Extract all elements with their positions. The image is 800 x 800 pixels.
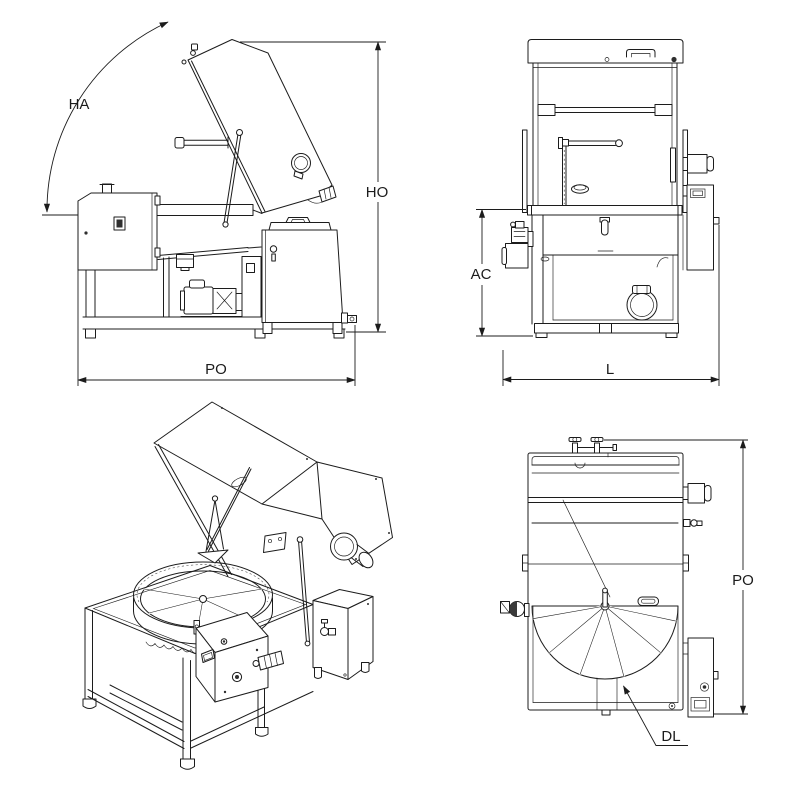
pump-top xyxy=(500,601,530,617)
lid-hinge-top xyxy=(191,43,198,51)
control-box xyxy=(686,184,714,271)
filter-tank-side xyxy=(241,217,357,334)
hood-open-iso xyxy=(153,401,393,569)
leg-foot xyxy=(255,727,269,737)
dim-label-dl: DL xyxy=(661,728,680,745)
basket-mesh-top-view xyxy=(531,605,679,680)
dim-label-ac: AC xyxy=(471,266,492,283)
gas-strut xyxy=(236,129,243,136)
dimension-ho: HO xyxy=(346,41,389,333)
dim-label-po-top: PO xyxy=(732,572,754,589)
front-hood-interior xyxy=(522,62,688,213)
dim-label-l: L xyxy=(606,361,614,378)
spray-bar xyxy=(558,137,623,207)
pump-head xyxy=(212,288,237,314)
pump-front xyxy=(626,289,658,321)
handle-slot-top xyxy=(637,596,659,606)
wash-tank-front xyxy=(527,205,684,338)
dimension-l: L xyxy=(502,225,720,386)
dim-label-po-side: PO xyxy=(205,361,227,378)
open-lid-front xyxy=(527,39,684,64)
dimension-dl: DL xyxy=(623,685,688,746)
isometric-view xyxy=(82,401,393,770)
top-view: PO DL xyxy=(500,437,754,746)
lid-open-side xyxy=(174,39,386,228)
dimension-ac: AC xyxy=(471,208,533,337)
gear-motor-top xyxy=(682,483,712,527)
dimension-ha: HA xyxy=(42,21,169,216)
filter-box xyxy=(176,254,194,268)
tank-valve-iso xyxy=(320,627,329,636)
shutoff-valves-top xyxy=(568,437,617,454)
blower-cylinder xyxy=(358,551,374,569)
display xyxy=(690,188,706,198)
control-box-top xyxy=(682,637,719,718)
hinge-plate xyxy=(263,532,287,553)
lid-struts-iso xyxy=(154,444,311,647)
display-top xyxy=(690,697,710,712)
machine-foot xyxy=(85,328,96,339)
pump-motor xyxy=(183,286,214,315)
gas-strut-iso xyxy=(296,536,304,543)
front-view: AC L xyxy=(471,39,720,386)
lid-spout xyxy=(318,185,337,203)
dim-label-ha: HA xyxy=(69,96,90,113)
open-lid xyxy=(187,39,333,214)
gear-motor xyxy=(687,154,708,174)
lid-handle-knob xyxy=(174,137,185,149)
gear-rack-front xyxy=(531,205,679,216)
gear-rack-side xyxy=(155,204,254,216)
dim-label-ho: HO xyxy=(366,184,389,201)
filter-tank-iso xyxy=(312,589,374,680)
level-probe xyxy=(601,219,609,236)
control-box-front xyxy=(686,184,720,271)
gear-motor-front xyxy=(682,154,714,197)
control-cabinet-side xyxy=(77,183,161,318)
drive-coupling-iso xyxy=(252,650,284,671)
tank-handle xyxy=(285,217,311,223)
dimension-po-side: PO xyxy=(77,218,356,386)
leg-foot xyxy=(82,698,97,709)
side-view: HA HO PO xyxy=(42,21,389,386)
lid-handle xyxy=(626,49,656,58)
control-console-iso xyxy=(195,612,269,703)
gear-motor-top-body xyxy=(687,483,705,504)
dimension-po-top: PO xyxy=(604,439,754,715)
basket-hub xyxy=(199,595,207,603)
rotary-basket-iso xyxy=(133,561,273,654)
basket-mesh-top xyxy=(531,587,679,716)
drain-valve xyxy=(341,312,348,324)
pump-motor-left-front xyxy=(501,221,534,269)
vent-valve xyxy=(269,245,278,253)
cabinet-vent xyxy=(102,183,112,194)
top-body xyxy=(522,452,689,711)
front-lid xyxy=(527,39,684,64)
leg-foot xyxy=(180,758,195,770)
pump-motor-left xyxy=(505,243,529,269)
drain-cap xyxy=(571,184,589,194)
